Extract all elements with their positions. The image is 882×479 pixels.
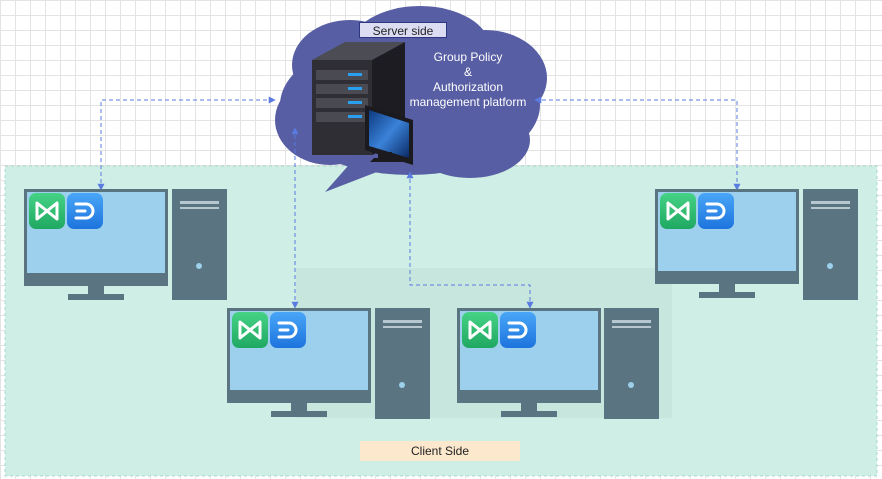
tower-power [399, 382, 405, 388]
platform-label: Group Policy & Authorization management … [409, 50, 527, 109]
tower-power [628, 382, 634, 388]
client-side-label: Client Side [360, 441, 520, 461]
tower-slot [612, 320, 651, 323]
monitor-base [271, 411, 327, 417]
tower-slot [811, 201, 850, 204]
monitor-neck [719, 284, 735, 292]
server-side-label: Server side [359, 22, 447, 38]
monitor-neck [88, 286, 104, 294]
tower-slot [383, 320, 422, 323]
tower-power [196, 263, 202, 269]
client-pc-2 [227, 308, 430, 419]
connector-center-right [406, 171, 534, 309]
monitor-neck [521, 403, 537, 411]
tower [172, 189, 227, 300]
client-pc-1 [24, 189, 227, 300]
monitor-base [501, 411, 557, 417]
client-pc-3 [457, 308, 659, 419]
tower [375, 308, 430, 419]
client-pc-4 [655, 189, 858, 300]
tower [803, 189, 858, 300]
monitor-neck [291, 403, 307, 411]
connector-left [97, 96, 276, 191]
tower [604, 308, 659, 419]
connectors [97, 96, 741, 309]
monitor-base [68, 294, 124, 300]
connector-right [534, 96, 741, 191]
tower-power [827, 263, 833, 269]
tower-slot [180, 201, 219, 204]
server-monitor [365, 105, 413, 165]
monitor-base [699, 292, 755, 298]
